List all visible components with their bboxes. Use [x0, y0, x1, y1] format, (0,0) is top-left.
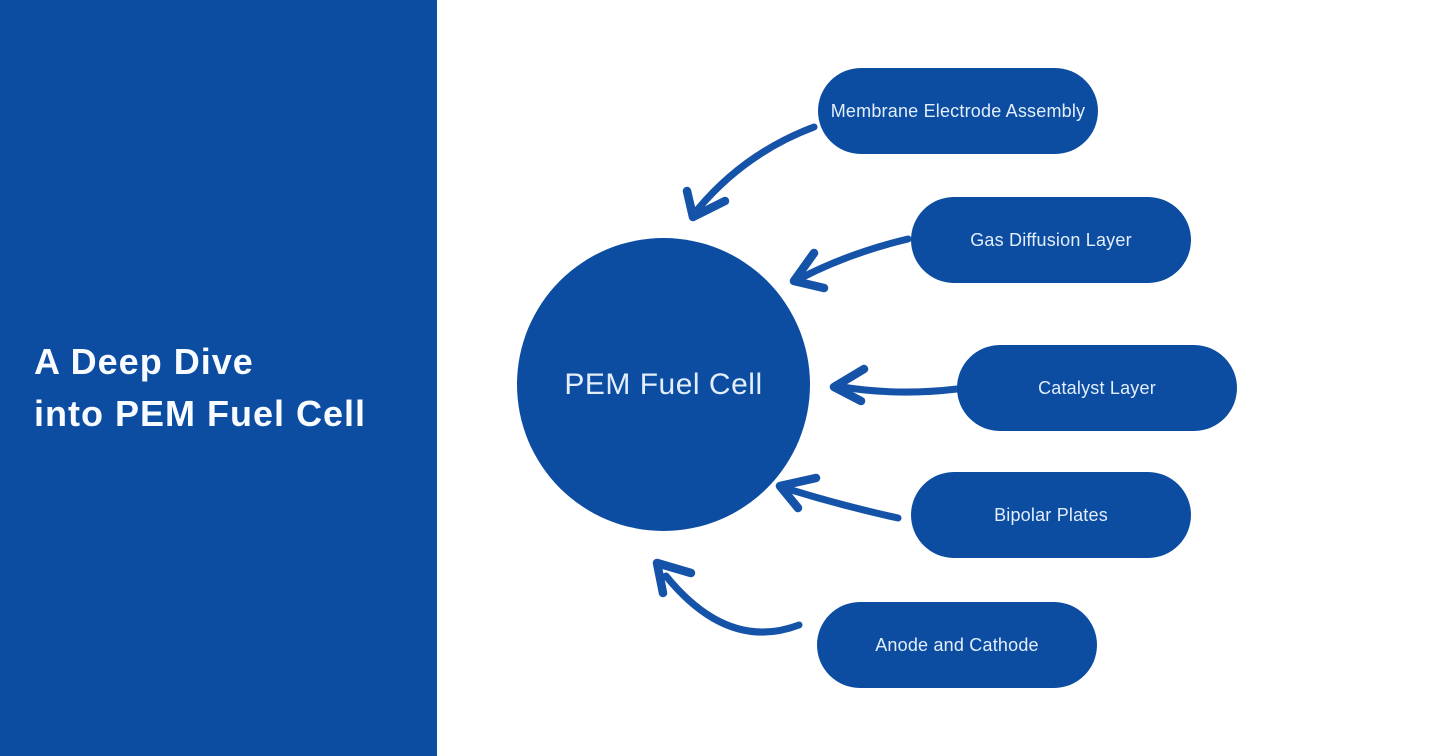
curved-arrow-anode-and-cathode-icon [652, 558, 803, 636]
curved-arrow-catalyst-layer-icon [829, 364, 961, 406]
node-membrane-electrode-assembly[interactable]: Membrane Electrode Assembly [818, 68, 1098, 154]
node-bipolar-plates[interactable]: Bipolar Plates [911, 472, 1191, 558]
node-anode-and-cathode[interactable]: Anode and Cathode [817, 602, 1097, 688]
page-title-line-1: A Deep Dive [34, 341, 254, 382]
center-node-label: PEM Fuel Cell [564, 367, 763, 401]
node-label: Membrane Electrode Assembly [830, 100, 1086, 121]
node-label: Bipolar Plates [994, 504, 1108, 525]
curved-arrow-gas-diffusion-layer-icon [789, 235, 912, 293]
center-node-pem-fuel-cell[interactable]: PEM Fuel Cell [517, 238, 810, 531]
curved-arrow-bipolar-plates-icon [775, 473, 902, 522]
node-label: Anode and Cathode [875, 634, 1039, 655]
node-label: Catalyst Layer [1038, 377, 1156, 398]
title-panel: A Deep Dive into PEM Fuel Cell [0, 0, 437, 756]
node-catalyst-layer[interactable]: Catalyst Layer [957, 345, 1237, 431]
curved-arrow-membrane-electrode-assembly-icon [682, 123, 818, 222]
node-gas-diffusion-layer[interactable]: Gas Diffusion Layer [911, 197, 1191, 283]
page-title: A Deep Dive into PEM Fuel Cell [34, 336, 366, 440]
node-label: Gas Diffusion Layer [970, 229, 1132, 250]
page-title-line-2: into PEM Fuel Cell [34, 393, 367, 434]
